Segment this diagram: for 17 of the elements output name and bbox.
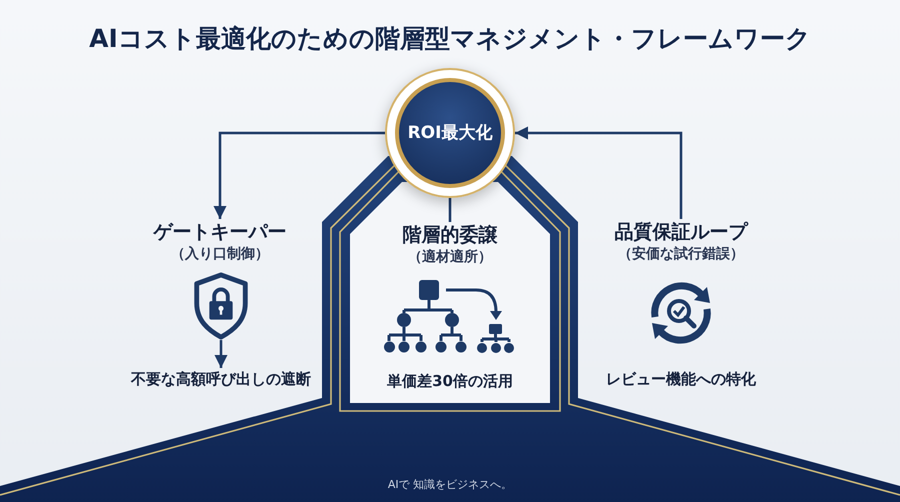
section-heading: 品質保証ループ: [614, 220, 748, 245]
section-heading: ゲートキーパー: [154, 220, 286, 245]
section-subtitle: （適材適所）: [408, 248, 492, 266]
diagram-title: AIコスト最適化のための階層型マネジメント・フレームワーク: [89, 23, 811, 55]
result-text: レビュー機能への特化: [606, 369, 756, 390]
arrow: [515, 126, 682, 219]
section-heading: 階層的委譲: [402, 223, 498, 248]
section-subtitle: （安価な試行錯誤）: [618, 245, 744, 263]
arrow: [214, 132, 385, 219]
shield-lock-icon: [192, 272, 250, 340]
circle-label: ROI最大化: [408, 122, 492, 144]
result-text: 不要な高額呼び出しの遮断: [131, 369, 311, 390]
connector-line: [448, 198, 452, 222]
result-text: 単価差30倍の活用: [387, 371, 513, 392]
tagline-text: AIで 知識をビジネスへ。: [388, 478, 512, 492]
section-subtitle: （入り口制御）: [171, 245, 269, 263]
arrow: [214, 340, 228, 368]
